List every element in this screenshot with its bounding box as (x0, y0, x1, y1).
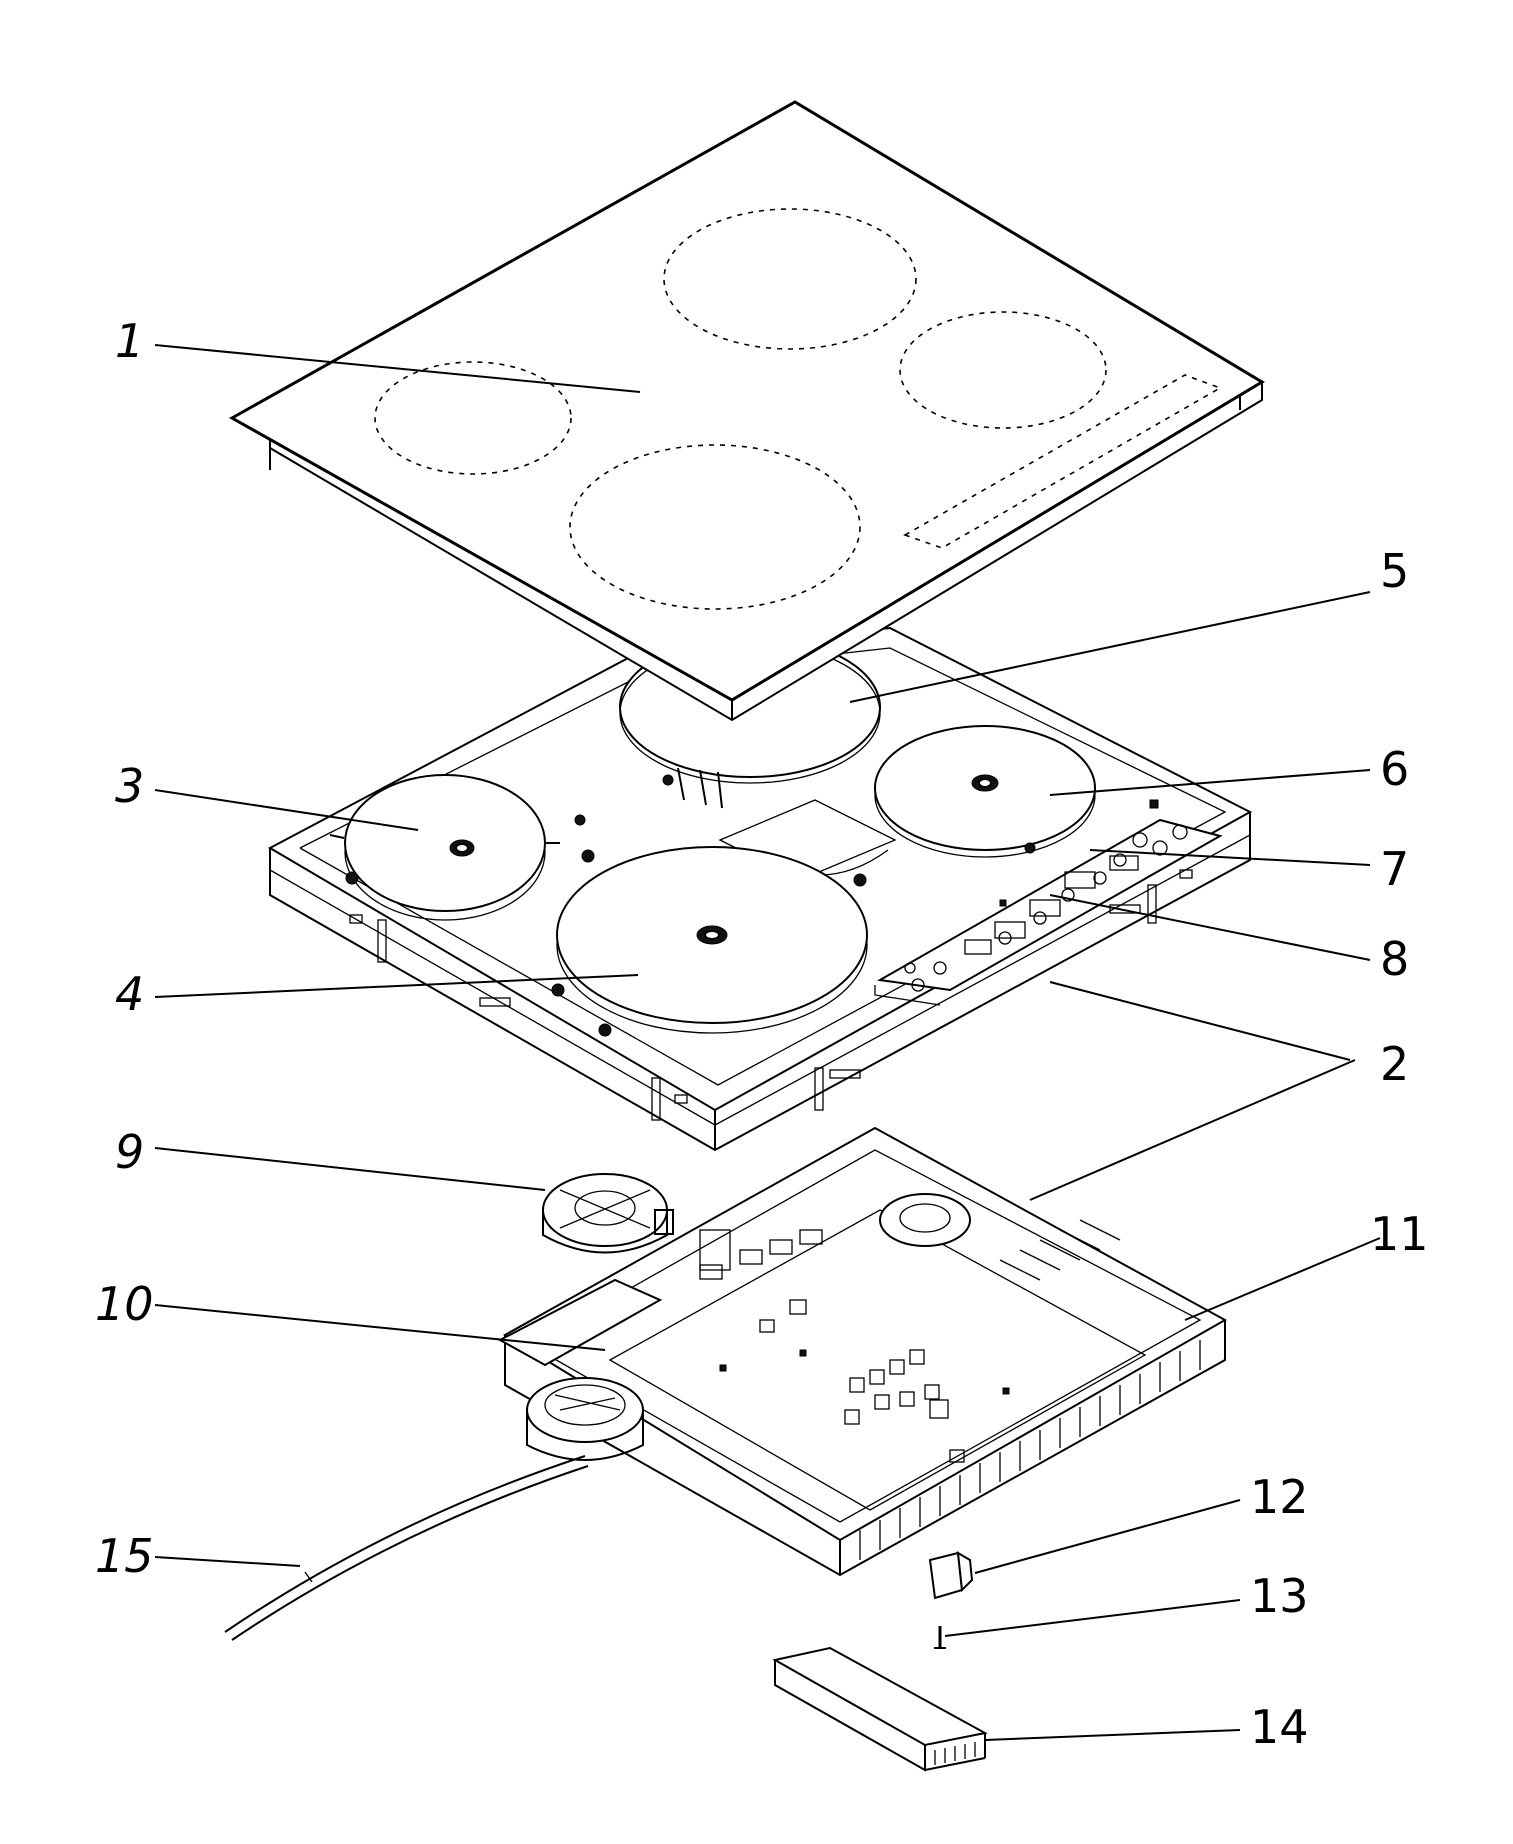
leader-lines (154, 344, 1381, 1741)
callout-14: 14 (1250, 1700, 1309, 1754)
control-board (874, 799, 1223, 1006)
callout-2: 2 (1380, 1037, 1409, 1091)
coil-3 (329, 774, 595, 921)
callout-5: 5 (1380, 544, 1409, 598)
callout-1: 1 (115, 314, 144, 368)
callout-11: 11 (1370, 1207, 1429, 1261)
callouts: 1 5 6 3 7 8 4 2 9 11 10 12 15 13 14 (95, 314, 1429, 1754)
coil-4 (551, 846, 868, 1037)
cover-plate-14 (772, 1646, 988, 1772)
callout-3: 3 (115, 759, 144, 813)
clip-12 (928, 1551, 974, 1600)
glass-top-plate (228, 100, 1265, 722)
callout-9: 9 (115, 1125, 144, 1179)
callout-12: 12 (1250, 1470, 1309, 1524)
callout-15: 15 (95, 1529, 154, 1583)
callout-7: 7 (1380, 842, 1409, 896)
fan-9 (542, 1173, 674, 1254)
callout-8: 8 (1380, 932, 1409, 986)
callout-6: 6 (1380, 742, 1409, 796)
power-cable-15 (224, 1455, 589, 1641)
callout-13: 13 (1250, 1569, 1309, 1623)
screw-13 (934, 1626, 946, 1649)
vent-grille (859, 1340, 1201, 1560)
coil-6 (874, 725, 1096, 858)
callout-10: 10 (95, 1277, 154, 1331)
bottom-housing (503, 1126, 1228, 1577)
callout-4: 4 (115, 967, 144, 1021)
